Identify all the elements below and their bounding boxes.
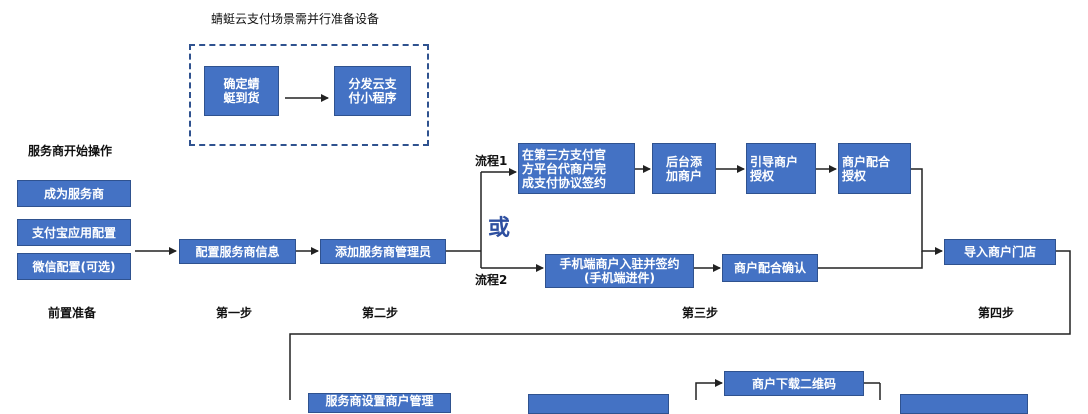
merchant-authorize-box: 商户配合 授权 xyxy=(838,143,911,194)
confirm-delivery-box: 确定蜻 蜓到货 xyxy=(204,66,279,116)
distribute-miniprogram-box: 分发云支 付小程序 xyxy=(334,66,411,116)
provider-manage-box: 服务商设置商户管理 xyxy=(308,393,451,413)
or-label: 或 xyxy=(488,216,511,241)
third-party-sign-box: 在第三方支付官 方平台代商户完 成支付协议签约 xyxy=(518,143,635,194)
alipay-config-box: 支付宝应用配置 xyxy=(17,219,131,246)
prep-title: 蜻蜓云支付场景需并行准备设备 xyxy=(211,12,380,26)
mobile-onboard-box: 手机端商户入驻并签约 (手机端进件) xyxy=(545,254,694,288)
bottom-mid-box xyxy=(528,394,669,414)
configure-provider-info-box: 配置服务商信息 xyxy=(179,239,296,264)
download-qrcode-box: 商户下载二维码 xyxy=(724,371,864,396)
step3-caption: 第三步 xyxy=(682,306,719,320)
backend-add-merchant-box: 后台添 加商户 xyxy=(652,143,716,194)
become-provider-box: 成为服务商 xyxy=(17,180,131,207)
prep-caption: 前置准备 xyxy=(48,306,97,320)
guide-authorize-box: 引导商户 授权 xyxy=(746,143,816,194)
add-admin-box: 添加服务商管理员 xyxy=(320,239,446,264)
step2-caption: 第二步 xyxy=(362,306,399,320)
start-heading: 服务商开始操作 xyxy=(28,144,113,158)
flow1-label: 流程1 xyxy=(475,154,508,168)
connector-lines xyxy=(135,94,1071,400)
step4-caption: 第四步 xyxy=(978,306,1015,320)
import-stores-box: 导入商户门店 xyxy=(944,239,1056,265)
merchant-confirm-box: 商户配合确认 xyxy=(722,254,818,282)
step1-caption: 第一步 xyxy=(216,306,253,320)
prep-dashed-group xyxy=(189,44,429,146)
wechat-config-box: 微信配置(可选) xyxy=(17,253,131,280)
flow2-label: 流程2 xyxy=(475,273,508,287)
bottom-right-box xyxy=(900,394,1028,414)
